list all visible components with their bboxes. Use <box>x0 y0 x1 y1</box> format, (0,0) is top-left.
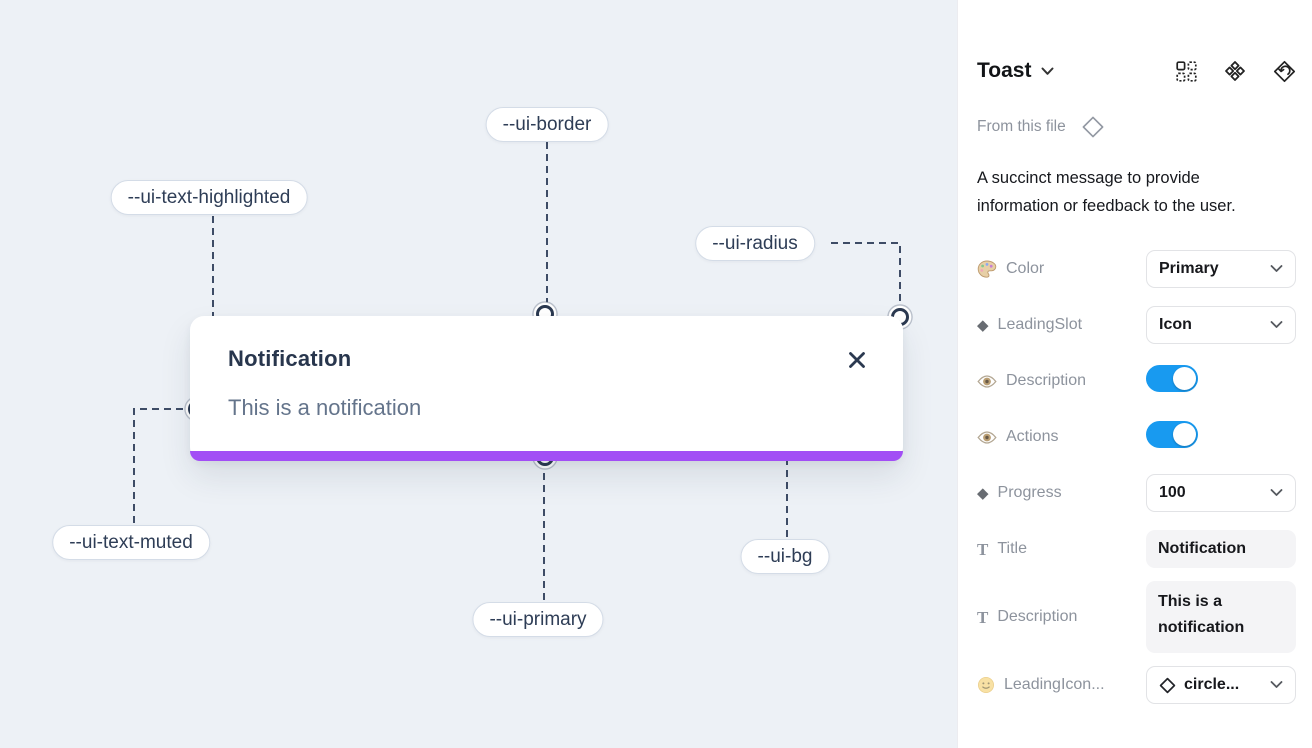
property-list: Color Primary ◆ LeadingSlot <box>977 241 1296 713</box>
prop-label-title: Title <box>997 540 1027 557</box>
x-icon <box>849 352 865 368</box>
diamond-outline-icon <box>1082 116 1104 138</box>
eye-icon <box>977 374 997 388</box>
instance-grid-icon[interactable] <box>1176 60 1197 82</box>
smiley-icon <box>978 677 994 693</box>
color-select[interactable]: Primary <box>1146 250 1296 288</box>
panel-header: Toast <box>977 56 1296 86</box>
source-label: From this file <box>977 118 1066 135</box>
progress-select[interactable]: 100 <box>1146 474 1296 512</box>
toggle-knob <box>1173 367 1196 390</box>
prop-label-actions: Actions <box>1006 428 1059 445</box>
annotation-ui-bg: --ui-bg <box>740 539 830 574</box>
leadingicon-select[interactable]: circle... <box>1146 666 1296 704</box>
chevron-down-icon <box>1270 681 1283 689</box>
diamond-outline-icon <box>1159 677 1176 693</box>
title-field[interactable]: Notification <box>1146 530 1296 568</box>
leadingslot-select[interactable]: Icon <box>1146 306 1296 344</box>
prop-row-description-toggle: Description <box>977 353 1296 409</box>
prop-row-actions-toggle: Actions <box>977 409 1296 465</box>
component-name: Toast <box>977 59 1032 82</box>
toggle-knob <box>1173 423 1196 446</box>
prop-label-color: Color <box>1006 260 1045 277</box>
prop-label-description-text: Description <box>997 608 1078 625</box>
annotation-ui-text-highlighted: --ui-text-highlighted <box>110 180 308 215</box>
actions-toggle[interactable] <box>1146 421 1198 448</box>
return-diamond-icon[interactable] <box>1273 60 1296 83</box>
chevron-down-icon <box>1270 489 1283 497</box>
toast-component-preview[interactable]: Notification This is a notification <box>190 316 903 461</box>
connector-ui-text-muted <box>133 408 185 523</box>
prop-label-description: Description <box>1006 372 1087 389</box>
chevron-down-icon <box>1270 321 1283 329</box>
component-icon[interactable] <box>1224 60 1246 82</box>
text-icon: T <box>977 539 989 559</box>
prop-row-description-text: T Description This is a notification <box>977 577 1296 657</box>
connector-ui-radius <box>831 242 901 304</box>
prop-label-leadingicon: LeadingIcon... <box>1004 676 1105 693</box>
toast-progress-bar <box>190 451 903 461</box>
toast-title: Notification <box>228 346 352 371</box>
text-icon: T <box>977 607 989 627</box>
diamond-icon: ◆ <box>977 316 989 334</box>
chevron-down-icon <box>1270 265 1283 273</box>
annotation-ui-text-muted: --ui-text-muted <box>52 525 210 560</box>
header-icon-group <box>1176 60 1296 83</box>
component-description: A succinct message to provide informatio… <box>977 169 1236 215</box>
toast-description: This is a notification <box>228 395 422 420</box>
properties-panel: Toast <box>957 0 1312 748</box>
design-canvas[interactable]: Notification This is a notification --ui… <box>0 0 957 748</box>
prop-label-progress: Progress <box>997 484 1062 501</box>
eye-icon <box>977 430 997 444</box>
description-field[interactable]: This is a notification <box>1146 581 1296 653</box>
description-toggle[interactable] <box>1146 365 1198 392</box>
prop-row-title: T Title Notification <box>977 521 1296 577</box>
prop-row-color: Color Primary <box>977 241 1296 297</box>
toast-close-button[interactable] <box>845 349 869 373</box>
component-name-dropdown[interactable] <box>1041 67 1054 76</box>
source-row: From this file <box>977 114 1296 140</box>
annotation-ui-radius: --ui-radius <box>695 226 815 261</box>
prop-row-progress: ◆ Progress 100 <box>977 465 1296 521</box>
prop-row-leadingslot: ◆ LeadingSlot Icon <box>977 297 1296 353</box>
prop-row-leadingicon: LeadingIcon... circle... <box>977 657 1296 713</box>
palette-icon <box>977 260 997 278</box>
annotation-ui-border: --ui-border <box>485 107 609 142</box>
annotation-ui-primary: --ui-primary <box>472 602 604 637</box>
prop-label-leadingslot: LeadingSlot <box>997 316 1083 333</box>
diamond-icon: ◆ <box>977 484 989 502</box>
chevron-down-icon <box>1041 67 1054 75</box>
